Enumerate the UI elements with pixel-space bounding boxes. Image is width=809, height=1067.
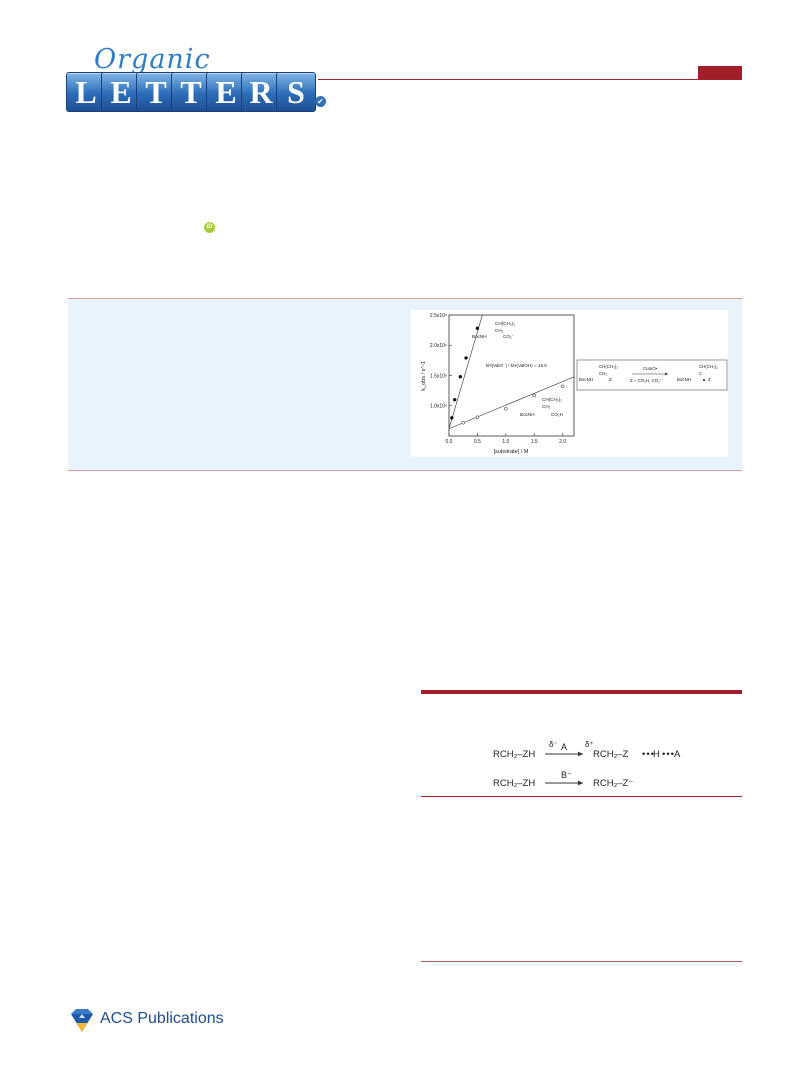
upper-structure-left: BocNH [472,334,487,339]
x-tick-label: 2.0 [559,439,566,445]
logo-letter: E [206,72,246,112]
reagent-row1: A [561,742,567,752]
reactant-row1: RCH₂–ZH [493,749,535,760]
product-row1-h: H [653,749,660,760]
product-z: Z [708,377,711,382]
fit-line-1 [448,314,483,429]
logo-letter: E [101,72,141,112]
scheme-top-rule [421,690,742,694]
reaction-scheme-frame [576,359,728,391]
product-row2: RCH₂–Z⁻ [593,778,633,789]
y-axis: 1.0x10⁶ 1.5x10⁶ 2.0x10⁶ 2.5x10⁶ [430,313,452,410]
y-tick-label: 1.5x10⁶ [430,373,447,379]
publisher-name: ACS Publications [100,1010,224,1027]
radical-dot [703,379,705,381]
fit-lines [448,314,575,430]
logo-letter: S [276,72,316,112]
x-axis-label: [substrate] / M [494,449,529,455]
product-row1-a: A [674,749,681,760]
data-point-filled [452,397,457,402]
data-point-filled [458,374,463,379]
scheme-bottom-rule [421,796,742,797]
data-point-open [461,420,465,425]
product-left: BocNH [677,377,691,382]
y-axis-label: k_obs / s^-1 [421,361,427,390]
acs-publications-logo[interactable]: ACS Publications [68,1006,224,1036]
checkmark-icon: ✔ [315,96,326,107]
logo-letter: T [136,72,176,112]
data-point-open [532,393,536,398]
data-point-filled [475,326,480,331]
reaction-arrowhead [665,372,668,376]
reactant-z: Z [609,377,612,382]
acs-hexagon-logo [71,1009,93,1032]
arrowhead-row2 [578,780,583,786]
delta-minus: δ⁻ [549,740,558,749]
orcid-icon[interactable]: iD [204,222,215,233]
data-point-open [504,407,508,411]
x-tick-label: 0.0 [446,439,453,445]
reactant-top: CH(CH₃)₂ [599,364,618,369]
product-c: C [699,371,702,376]
lower-structure-ch2: CH₂ [542,404,551,409]
y-tick-label: 2.0x10⁶ [430,343,447,349]
ratio-annotation: kH(ValO⁻) / kH(ValOH) = 16.6 [486,363,547,368]
data-point-filled [464,356,468,360]
lower-structure-top: CH(CH₃)₂ [542,397,562,402]
logo-letter: L [66,72,106,112]
arrowhead-row1 [578,751,583,757]
reagent-label: CumO• [643,366,658,371]
header-tab [698,66,742,79]
logo-letter: T [171,72,211,112]
lower-structure-left: BocNH [520,412,535,417]
x-tick-label: 0.5 [474,439,481,445]
scheme-1: δ⁻ δ⁺ RCH₂–ZH A RCH₂–Z ••• H ••• A RCH₂–… [493,740,681,789]
data-point-open [475,415,480,419]
toc-graphic: 1.0x10⁶ 1.5x10⁶ 2.0x10⁶ 2.5x10⁶ 0.0 0.5 1.0 1.… [411,310,728,457]
hbond-dots: ••• [642,749,655,760]
reactant-row2: RCH₂–ZH [493,778,535,789]
article-rule [421,961,742,962]
data-point-open [560,384,565,389]
product-top: CH(CH₃)₂ [699,364,718,369]
data-point-filled [450,416,454,420]
condition-label: Z = CO₂H, CO₂⁻ [630,378,662,383]
y-tick-label: 2.5x10⁶ [430,313,447,319]
logo-script-text: Organic [94,44,211,75]
product-row1-left: RCH₂–Z [593,749,629,760]
delta-plus: δ⁺ [585,740,594,749]
fit-line-2 [448,376,575,430]
upper-structure-top: CH(CH₃)₂ [495,321,515,326]
hbond-dots: ••• [662,749,675,760]
reactant-ch2: CH₂ [599,371,607,376]
x-axis: 0.0 0.5 1.0 1.5 2.0 [446,433,566,445]
x-tick-label: 1.5 [531,439,538,445]
header-rule [318,79,742,80]
logo-letter: R [241,72,281,112]
journal-logo[interactable]: Organic L E T T E R S ✔ [66,44,328,114]
upper-structure-right: CO₂⁻ [503,334,515,339]
lower-structure-right: CO₂H [551,412,563,417]
reagent-row2: B⁻ [561,770,572,780]
x-tick-label: 1.0 [502,439,509,445]
reaction-scheme: CH(CH₃)₂ CH₂ BocNH Z CumO• Z = CO₂H, CO₂… [576,359,728,391]
reactant-left: BocNH [579,377,593,382]
data-points [450,326,565,425]
y-tick-label: 1.0x10⁶ [430,404,447,410]
upper-structure-ch2: CH₂ [495,328,504,333]
